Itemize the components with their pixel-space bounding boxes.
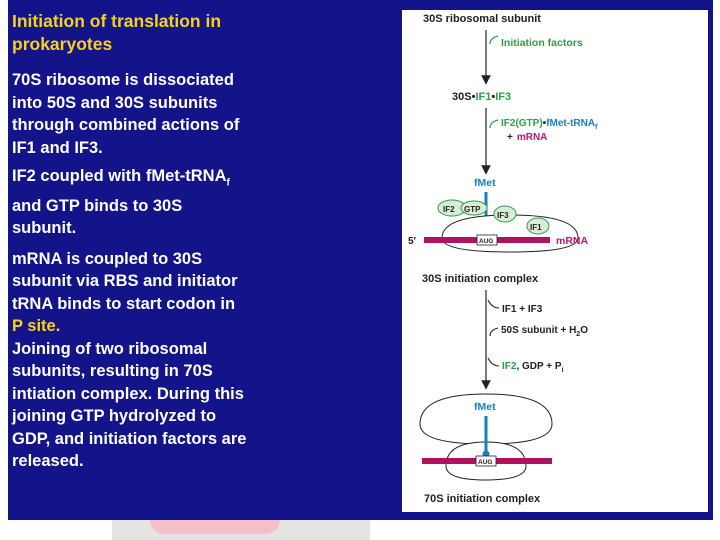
bottom-decoration-shape — [150, 520, 280, 534]
dot: • — [491, 91, 495, 103]
label-fmet-1: fMet — [474, 177, 496, 189]
label-70s-initiation-complex: 70S initiation complex — [424, 493, 541, 505]
dot: • — [543, 118, 547, 129]
label-mrna-step: mRNA — [517, 132, 548, 143]
label-aug-2: AUG — [478, 459, 492, 466]
translation-initiation-diagram: 30S ribosomal subunit Initiation factors… — [408, 13, 598, 505]
label-o: O — [580, 325, 588, 336]
paragraph-joining: Joining of two ribosomal subunits, resul… — [12, 338, 392, 473]
label-five-prime: 5′ — [408, 236, 417, 247]
if1-blob — [526, 217, 550, 235]
text-line: mRNA is coupled to 30S — [12, 249, 203, 268]
label-if1: IF1 — [475, 91, 491, 103]
text-line: Joining of two ribosomal — [12, 339, 208, 358]
label-if2-release: IF2 — [502, 361, 517, 372]
subscript-2: 2 — [576, 331, 580, 338]
label-initiation-factors: Initiation factors — [501, 37, 583, 49]
text-line: subunit via RBS and initiator — [12, 272, 238, 291]
label-gtp: GTP — [464, 205, 481, 214]
label-if1-if3-release: IF1 + IF3 — [502, 304, 543, 315]
plus-sign: + — [507, 132, 513, 143]
diagram-panel: 30S ribosomal subunit Initiation factors… — [402, 10, 708, 512]
label-if2-gtp: IF2(GTP) — [501, 118, 543, 129]
paragraph-mrna-coupling: mRNA is coupled to 30S subunit via RBS a… — [12, 248, 392, 338]
text-line: through combined actions of — [12, 116, 240, 134]
label-if2-gtp-fmet: IF2(GTP)•fMet-tRNAf — [501, 118, 598, 131]
branch-arrow-if2 — [489, 119, 499, 129]
label-aug-1: AUG — [479, 238, 493, 245]
branch-arrow-release-1 — [487, 299, 500, 309]
text-line: intiation complex. During this — [12, 384, 244, 403]
branch-arrow-factors — [489, 35, 499, 45]
branch-arrow-release-2 — [487, 357, 500, 367]
text-line: tRNA binds to start codon in — [12, 294, 236, 313]
text-line: IF2 coupled with fMet-tRNA — [12, 167, 227, 185]
aug-box-1 — [476, 234, 498, 246]
text-line: released. — [12, 452, 84, 471]
slide-title: Initiation of translation in prokaryotes — [12, 10, 392, 56]
branch-arrow-50s — [489, 327, 499, 337]
subscript-i: i — [562, 367, 564, 374]
label-30s-subunit: 30S ribosomal subunit — [423, 13, 541, 25]
text-line: joining GTP hydrolyzed to — [12, 407, 217, 426]
paragraph-dissociation: 70S ribosome is dissociated into 50S and… — [12, 69, 392, 159]
label-30s: 30S — [452, 91, 472, 103]
label-if2: IF2 — [443, 205, 455, 214]
dot: • — [472, 91, 476, 103]
label-if3: IF3 — [495, 91, 511, 103]
gtp-blob — [460, 200, 488, 216]
title-line-2: prokaryotes — [12, 34, 113, 54]
text-line: IF1 and IF3. — [12, 138, 103, 157]
label-if3-blob: IF3 — [497, 211, 509, 220]
subscript-f: f — [595, 124, 598, 131]
text-line: 70S ribosome is dissociated — [12, 71, 234, 89]
label-if1-blob: IF1 — [530, 223, 542, 232]
text-line: GDP, and initiation factors are — [12, 429, 247, 448]
paragraph-if2-binding: IF2 coupled with fMet-tRNAf and GTP bind… — [12, 165, 392, 240]
text-line-highlight: P site. — [12, 317, 61, 336]
label-mrna: mRNA — [556, 235, 589, 247]
text-line: subunit. — [12, 219, 77, 238]
slide-text-column: Initiation of translation in prokaryotes… — [12, 10, 392, 473]
label-fmet-2: fMet — [474, 401, 496, 413]
text-line: and GTP binds to 30S — [12, 196, 183, 215]
label-50s-subunit: 50S subunit + H — [501, 325, 576, 336]
label-30s-if1-if3: 30S•IF1•IF3 — [452, 91, 511, 103]
aug-box-2 — [475, 455, 497, 467]
label-plus-mrna: + mRNA — [507, 132, 547, 143]
label-if2-gdp-pi: IF2, GDP + Pi — [502, 361, 564, 374]
label-30s-initiation-complex: 30S initiation complex — [422, 273, 539, 285]
title-line-1: Initiation of translation in — [12, 11, 222, 31]
text-line: into 50S and 30S subunits — [12, 93, 218, 112]
label-fmet-trna: fMet-tRNA — [546, 118, 595, 129]
label-50s-h2o: 50S subunit + H2O — [501, 325, 588, 338]
label-gdp-pi: , GDP + P — [516, 361, 561, 372]
text-line: subunits, resulting in 70S — [12, 362, 213, 381]
if3-blob — [493, 205, 517, 223]
subscript: f — [226, 177, 230, 189]
